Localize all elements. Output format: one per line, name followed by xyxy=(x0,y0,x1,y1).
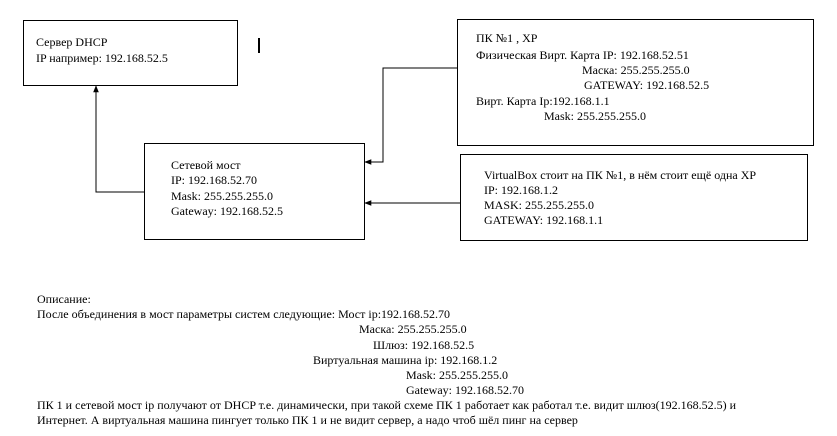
description-line-7: ПК 1 и сетевой мост ip получают от DHCP … xyxy=(37,398,737,412)
description-line-5: Mask: 255.255.255.0 xyxy=(406,368,508,382)
description-heading: Описание: xyxy=(37,292,91,306)
bridge-title: Сетевой мост xyxy=(171,158,241,172)
vbox-mask: MASK: 255.255.255.0 xyxy=(484,198,595,212)
virtualbox-box: VirtualBox стоит на ПК №1, в нём стоит е… xyxy=(460,154,808,241)
text-cursor xyxy=(258,38,260,53)
dhcp-server-box: Сервер DHCP IP например: 192.168.52.5 xyxy=(23,20,238,86)
bridge-gateway: Gateway: 192.168.52.5 xyxy=(171,204,283,218)
dhcp-title: Сервер DHCP xyxy=(36,35,108,49)
pc1-phys-gateway: GATEWAY: 192.168.52.5 xyxy=(584,78,710,92)
bridge-to-dhcp-arrow xyxy=(93,85,144,193)
pc1-phys-ip: Физическая Вирт. Карта IP: 192.168.52.51 xyxy=(476,48,689,62)
bridge-ip: IP: 192.168.52.70 xyxy=(171,173,258,187)
pc1-phys-mask: Маска: 255.255.255.0 xyxy=(582,63,690,77)
description-line-2: Маска: 255.255.255.0 xyxy=(359,322,467,336)
pc1-virt-mask: Mask: 255.255.255.0 xyxy=(544,109,646,123)
dhcp-ip: IP например: 192.168.52.5 xyxy=(36,51,168,65)
pc1-virt-ip: Вирт. Карта Ip:192.168.1.1 xyxy=(476,94,610,108)
pc1-to-bridge-arrow xyxy=(364,67,457,165)
vbox-ip: IP: 192.168.1.2 xyxy=(484,183,559,197)
pc1-box: ПК №1 , XP Физическая Вирт. Карта IP: 19… xyxy=(457,19,814,146)
description-line-1: После объединения в мост параметры систе… xyxy=(37,307,451,321)
description-line-4: Виртуальная машина ip: 192.168.1.2 xyxy=(313,353,498,367)
vbox-gateway: GATEWAY: 192.168.1.1 xyxy=(484,213,604,227)
description-line-6: Gateway: 192.168.52.70 xyxy=(406,383,524,397)
pc1-title: ПК №1 , XP xyxy=(476,31,538,45)
bridge-mask: Mask: 255.255.255.0 xyxy=(171,189,273,203)
description-line-3: Шлюз: 192.168.52.5 xyxy=(373,338,475,352)
vbox-title: VirtualBox стоит на ПК №1, в нём стоит е… xyxy=(484,168,757,182)
network-bridge-box: Сетевой мост IP: 192.168.52.70 Mask: 255… xyxy=(144,143,365,240)
description-line-8: Интернет. А виртуальная машина пингует т… xyxy=(37,413,578,427)
